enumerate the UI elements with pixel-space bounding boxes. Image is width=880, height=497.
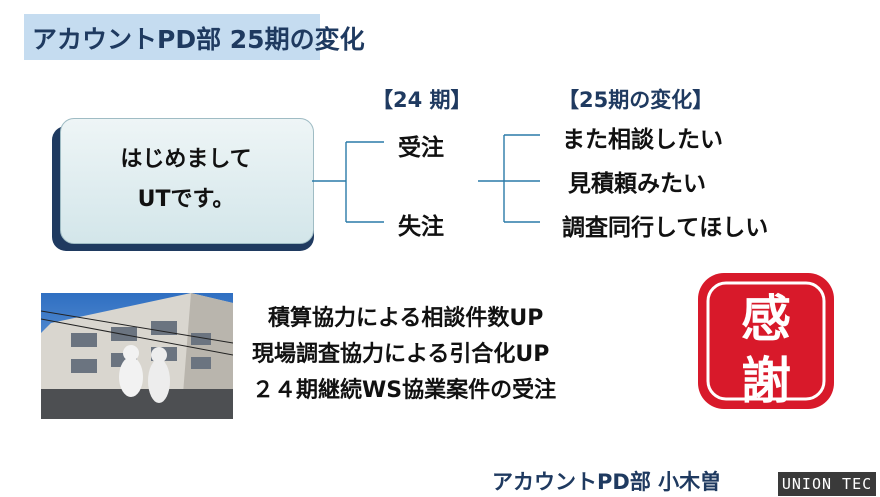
greeting-line-1: はじめまして bbox=[120, 147, 252, 172]
label-lost: 失注 bbox=[398, 214, 444, 240]
change-item-1: また相談したい bbox=[562, 127, 723, 153]
thanks-stamp: 感 謝 bbox=[692, 267, 840, 415]
title-band bbox=[24, 14, 320, 60]
site-survey-photo bbox=[41, 293, 233, 419]
label-received: 受注 bbox=[398, 135, 444, 161]
result-item-3: ２４期継続WS協業案件の受注 bbox=[252, 378, 557, 403]
page-title: アカウントPD部 25期の変化 bbox=[32, 25, 365, 54]
greeting-text: はじめまして UTです。 bbox=[60, 140, 312, 220]
change-item-3: 調査同行してほしい bbox=[562, 215, 769, 241]
results-list: 積算協力による相談件数UP 現場調査協力による引合化UP ２４期継続WS協業案件… bbox=[252, 301, 556, 409]
header-25th-changes: 【25期の変化】 bbox=[558, 88, 714, 112]
stamp-char-2: 謝 bbox=[741, 351, 791, 410]
presenter-name: アカウントPD部 小木曽 bbox=[492, 470, 722, 494]
greeting-line-2: UTです。 bbox=[137, 187, 235, 212]
result-item-2: 現場調査協力による引合化UP bbox=[252, 342, 550, 367]
stamp-char-1: 感 bbox=[741, 289, 791, 348]
change-item-2: 見積頼みたい bbox=[568, 171, 706, 197]
result-item-1: 積算協力による相談件数UP bbox=[268, 306, 544, 331]
company-logo: UNION TEC bbox=[778, 472, 876, 496]
greeting-bubble bbox=[60, 118, 314, 244]
header-24th-term: 【24 期】 bbox=[372, 88, 472, 112]
